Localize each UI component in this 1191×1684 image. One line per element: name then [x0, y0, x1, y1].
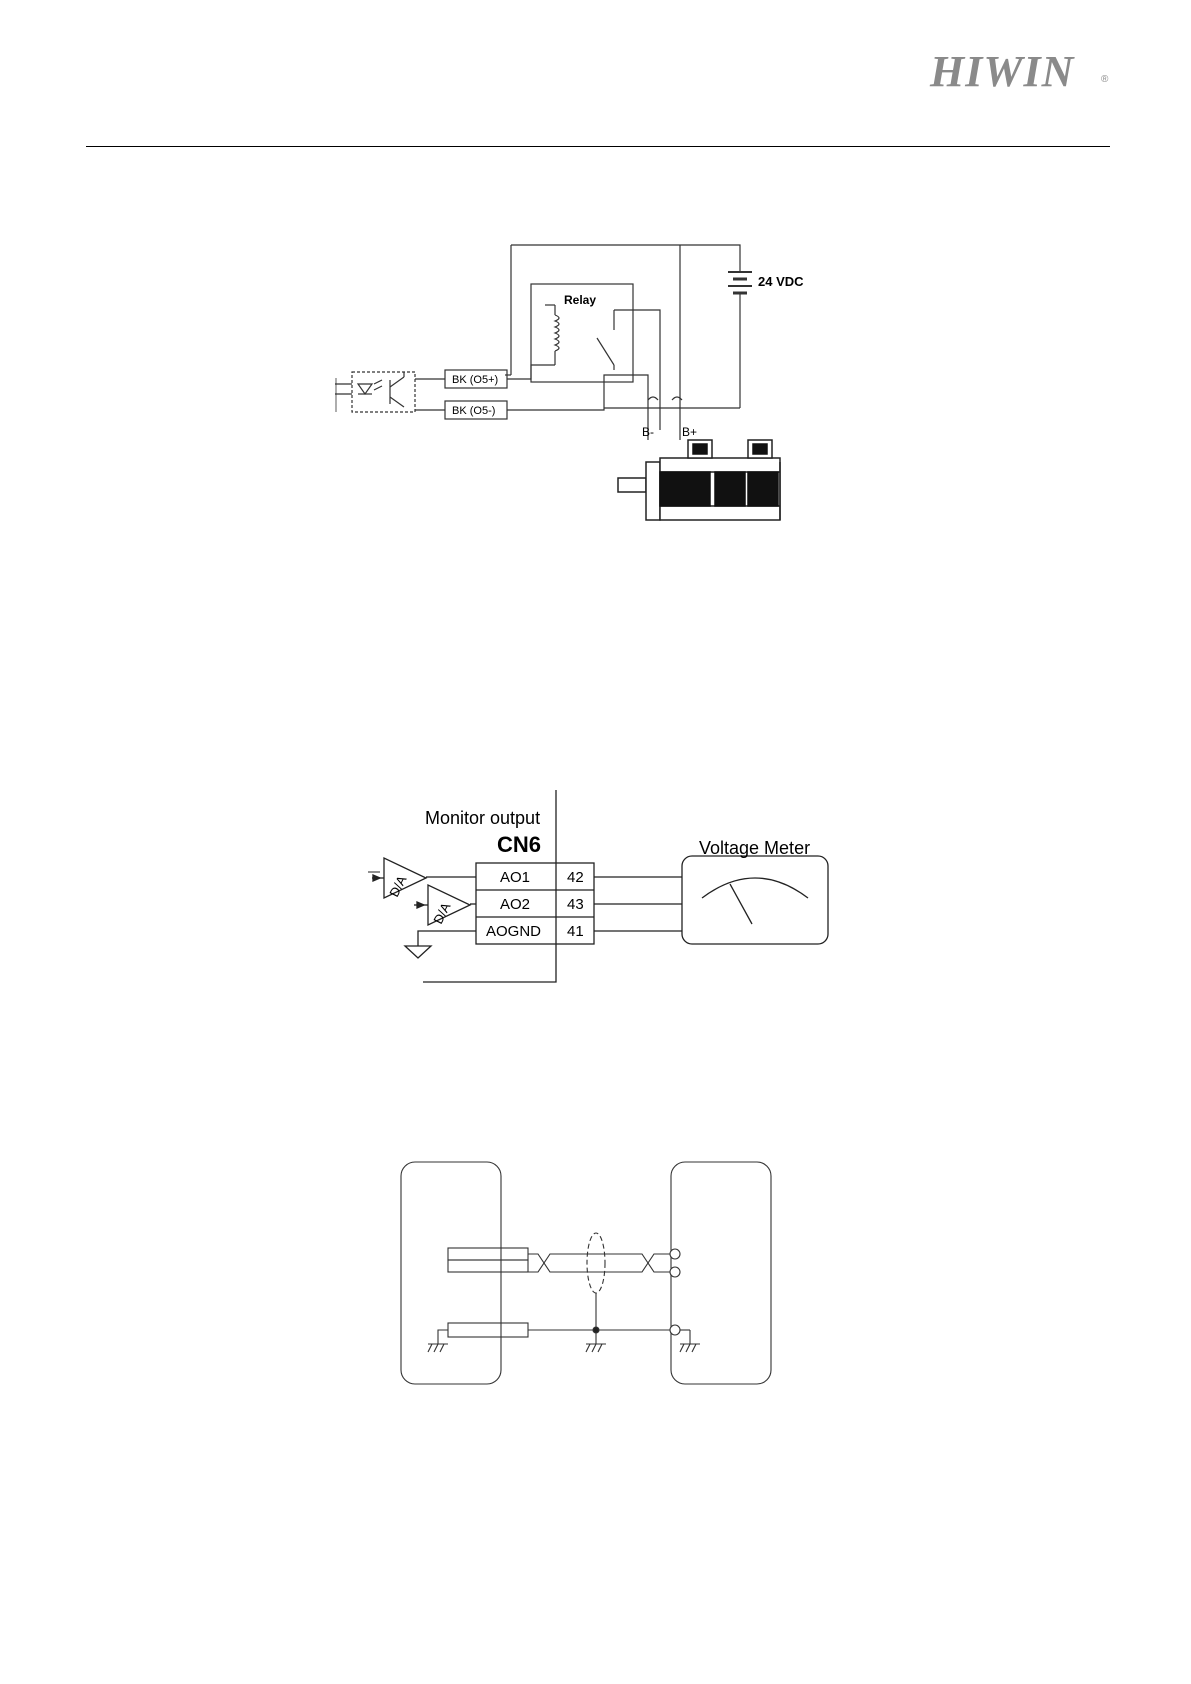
bk-minus-label: BK (O5-) — [452, 405, 495, 417]
signal-terminal-block — [448, 1260, 528, 1272]
terminal-circle — [670, 1267, 680, 1277]
pin-number: 42 — [567, 869, 584, 886]
bk-plus-to-coil-wire — [507, 365, 555, 379]
terminal-circle — [670, 1325, 680, 1335]
junction-dot — [593, 1327, 599, 1333]
relay-coil-icon — [545, 305, 559, 365]
cable-shield-icon — [587, 1233, 605, 1293]
bk-plus-label: BK (O5+) — [452, 374, 498, 386]
voltage-meter — [682, 856, 828, 944]
twisted-pair-icon — [528, 1254, 671, 1272]
chassis-ground-icon — [428, 1330, 448, 1352]
pin-number: 41 — [567, 923, 584, 940]
shielded-cable-diagram — [401, 1162, 771, 1384]
pin-signal: AOGND — [486, 923, 541, 940]
optocoupler-icon — [335, 372, 445, 412]
relay-label: Relay — [564, 293, 596, 307]
meter-label: Voltage Meter — [699, 838, 810, 858]
wire-crossing-hump — [648, 397, 658, 400]
b-plus-label: B+ — [682, 425, 697, 439]
relay-switch-icon — [597, 310, 660, 430]
battery-icon — [604, 265, 752, 408]
outer-wire — [511, 245, 740, 265]
signal-terminal-block — [448, 1248, 528, 1260]
chassis-ground-icon — [680, 1330, 700, 1352]
monitor-output-title: Monitor output — [425, 808, 540, 828]
right-device-block — [671, 1162, 771, 1384]
pin-number: 43 — [567, 896, 584, 913]
servo-motor-icon — [618, 440, 780, 520]
pin-signal: AO1 — [500, 869, 530, 886]
brake-wiring-diagram — [335, 245, 780, 520]
connector-name: CN6 — [497, 832, 541, 857]
supply-label: 24 VDC — [758, 274, 804, 289]
ground-icon — [405, 931, 476, 958]
b-minus-label: B- — [642, 425, 654, 439]
ground-terminal-block — [448, 1323, 528, 1337]
pin-signal: AO2 — [500, 896, 530, 913]
left-device-block — [401, 1162, 501, 1384]
terminal-circle — [670, 1249, 680, 1259]
chassis-ground-icon — [586, 1337, 606, 1352]
